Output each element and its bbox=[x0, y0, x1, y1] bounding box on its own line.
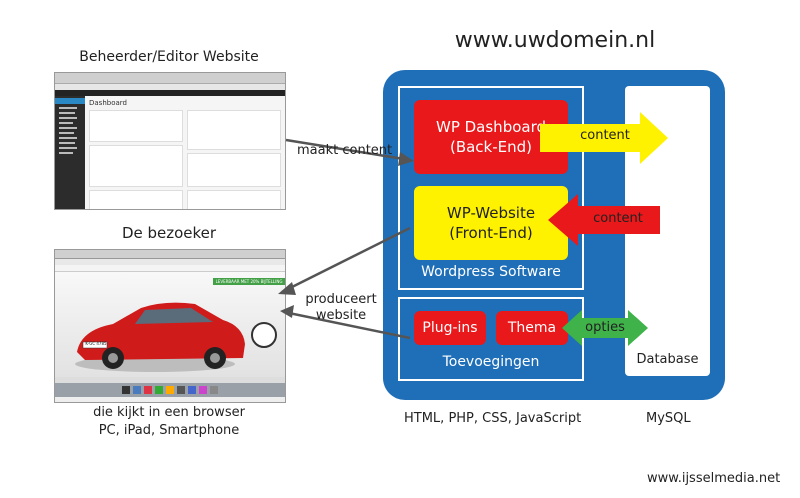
credit-label: www.ijsselmedia.net bbox=[647, 471, 781, 486]
bmw-logo-icon bbox=[251, 322, 277, 348]
content-out-arrow bbox=[540, 112, 668, 164]
visitor-caption-1: die kijkt in een browser bbox=[93, 405, 245, 420]
toevoegingen-frame bbox=[398, 297, 584, 381]
admin-dashboard-screenshot: Dashboard bbox=[54, 72, 286, 210]
mysql-label: MySQL bbox=[646, 411, 691, 426]
wp-website-box: WP-Website (Front-End) bbox=[414, 186, 568, 260]
maakt-content-arrowhead bbox=[398, 152, 414, 166]
visitor-banner: LEVERBAAR MET 20% BIJTELLING bbox=[213, 278, 285, 285]
content-in-arrow bbox=[548, 194, 660, 246]
visitor-title: De bezoeker bbox=[121, 224, 217, 242]
content-in-label: content bbox=[593, 211, 643, 226]
database-label: Database bbox=[636, 352, 699, 367]
produceert-arrowhead-1 bbox=[278, 282, 296, 295]
maakt-content-label: maakt content bbox=[297, 143, 393, 158]
produceert-label: produceert bbox=[305, 292, 377, 307]
visitor-caption-2: PC, iPad, Smartphone bbox=[98, 423, 240, 438]
dock bbox=[55, 383, 285, 397]
wordpress-software-frame bbox=[398, 86, 584, 290]
wp-software-label: Wordpress Software bbox=[421, 264, 561, 280]
admin-title: Beheerder/Editor Website bbox=[79, 49, 259, 65]
admin-heading: Dashboard bbox=[89, 99, 127, 107]
admin-sidebar bbox=[55, 96, 85, 209]
website-label: website bbox=[315, 308, 367, 323]
opties-double-arrow bbox=[562, 310, 648, 346]
plugins-box: Plug-ins bbox=[414, 311, 486, 345]
wp-dashboard-box: WP Dashboard (Back-End) bbox=[414, 100, 568, 174]
car-illustration bbox=[75, 302, 245, 372]
tech-stack-label: HTML, PHP, CSS, JavaScript bbox=[404, 411, 582, 426]
visitor-website-screenshot: LEVERBAAR MET 20% BIJTELLING K-GC 4785 bbox=[54, 249, 286, 403]
site-url: www.uwdomein.nl bbox=[454, 28, 656, 53]
opties-label: opties bbox=[585, 320, 625, 335]
produceert-arrowhead-2 bbox=[280, 305, 294, 318]
toevoegingen-label: Toevoegingen bbox=[442, 354, 540, 370]
content-out-label: content bbox=[580, 128, 630, 143]
thema-box: Thema bbox=[496, 311, 568, 345]
license-plate: K-GC 4785 bbox=[85, 341, 107, 346]
